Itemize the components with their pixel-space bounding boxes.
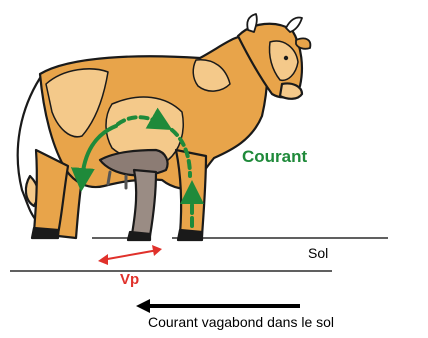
ground-label: Sol bbox=[308, 245, 328, 261]
cow-front-far-leg bbox=[132, 170, 156, 236]
stray-current-arrow bbox=[136, 299, 300, 313]
stray-current-label: Courant vagabond dans le sol bbox=[148, 314, 334, 330]
cow-horn-right bbox=[286, 17, 302, 32]
current-label: Courant bbox=[242, 147, 308, 166]
vp-arrow bbox=[98, 245, 162, 265]
cow-eye bbox=[284, 56, 288, 60]
vp-label: Vp bbox=[120, 271, 139, 288]
cow-ear bbox=[296, 38, 310, 48]
cow-illustration bbox=[18, 14, 311, 240]
cow-horn-left bbox=[247, 14, 257, 32]
